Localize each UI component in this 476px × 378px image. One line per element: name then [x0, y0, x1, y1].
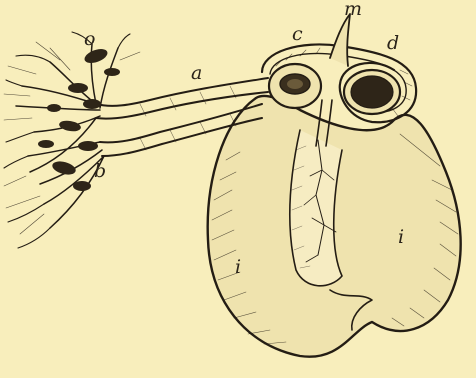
label-i-right: i [398, 228, 404, 247]
branching-roots [4, 32, 140, 248]
label-d: d [387, 34, 399, 53]
label-b: b [94, 162, 106, 181]
label-a: a [191, 64, 202, 83]
label-c: c [292, 25, 303, 44]
label-o: o [84, 30, 95, 49]
label-m: m [344, 0, 362, 19]
label-i-left: i [235, 258, 241, 277]
organ-body [208, 96, 461, 357]
